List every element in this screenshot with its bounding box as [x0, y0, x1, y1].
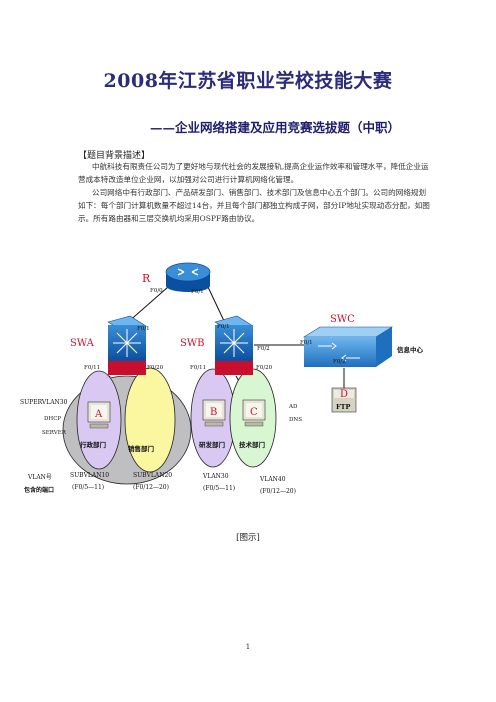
host-a-icon	[87, 401, 111, 429]
dhcp-label: DHCP	[44, 416, 61, 422]
router-port-f00: F0/0	[150, 288, 163, 294]
dept-admin-label: 行政部门	[79, 440, 107, 449]
router-icon	[165, 262, 211, 292]
page-subtitle: ——企业网络搭建及应用竞赛选拔题（中职）	[150, 120, 401, 135]
vlan30-label: VLAN30	[202, 473, 229, 480]
page-number: 1	[245, 643, 251, 651]
vlan30-ports: (F0/5—11)	[203, 485, 235, 492]
dns-label: DNS	[289, 417, 302, 423]
swb-port-f011: F0/11	[190, 365, 206, 371]
vlan40-label: VLAN40	[259, 476, 286, 483]
vlan-ports-label: 包含的端口	[24, 486, 54, 494]
host-a-label: A	[94, 409, 103, 420]
dept-rd-label: 研发部门	[199, 440, 226, 449]
subvlan10-ports: (F0/5—11)	[72, 484, 104, 491]
figure-caption: [图示]	[236, 533, 260, 543]
swb-label: SWB	[180, 338, 204, 349]
subvlan10-label: SUBVLAN10	[70, 472, 109, 479]
swb-port-f02: F0/2	[257, 346, 270, 352]
dept-tech-label: 技术部门	[239, 440, 266, 449]
swc-port-f02: F0/2	[333, 359, 346, 365]
info-center-label: 信息中心	[397, 345, 424, 354]
page-title: 2008年江苏省职业学校技能大赛	[103, 70, 393, 92]
ftp-label: FTP	[336, 403, 350, 411]
ftp-server-icon	[331, 387, 357, 413]
vlan-number-label: VLAN号	[27, 474, 52, 481]
host-d-label: D	[340, 389, 348, 400]
host-b-label: B	[210, 407, 217, 418]
supervlan-label: SUPERVLAN30	[20, 399, 68, 406]
swb-port-f01: F0/1	[217, 324, 230, 330]
section-heading: 【题目背景描述】	[78, 151, 151, 161]
router-label: R	[142, 272, 151, 285]
vlan40-ports: (F0/12—20)	[260, 488, 296, 495]
host-c-icon	[242, 399, 266, 427]
swa-port-f01: F0/1	[137, 326, 150, 332]
swa-label: SWA	[70, 338, 95, 349]
ad-label: AD	[288, 404, 298, 410]
paragraph-1: 中航科技有限责任公司为了更好地与现代社会的发展接轨,提高企业运作效率和管理水平，…	[78, 162, 429, 185]
swc-switch-icon	[302, 326, 394, 367]
swa-port-f011: F0/11	[84, 365, 100, 371]
router-port-f01: F0/1	[191, 289, 204, 295]
swa-switch-icon	[107, 315, 147, 375]
swb-switch-icon	[214, 315, 254, 375]
host-b-icon	[202, 399, 226, 427]
subvlan20-label: SUBVLAN20	[133, 472, 172, 479]
dept-sales-label: 销售部门	[128, 444, 155, 453]
server-label: SERVER	[42, 430, 67, 436]
paragraph-2: 公司网络中有行政部门、产品研发部门、销售部门、技术部门及信息中心五个部门。公司的…	[78, 188, 430, 224]
subvlan20-ports: (F0/12—20)	[133, 484, 169, 491]
swa-port-f020: F0/20	[147, 365, 164, 371]
swc-port-f01: F0/1	[300, 340, 313, 346]
swb-port-f020: F0/20	[256, 365, 273, 371]
swc-label: SWC	[330, 314, 355, 325]
subvlan20-ellipse	[124, 367, 176, 473]
host-c-label: C	[250, 407, 258, 418]
